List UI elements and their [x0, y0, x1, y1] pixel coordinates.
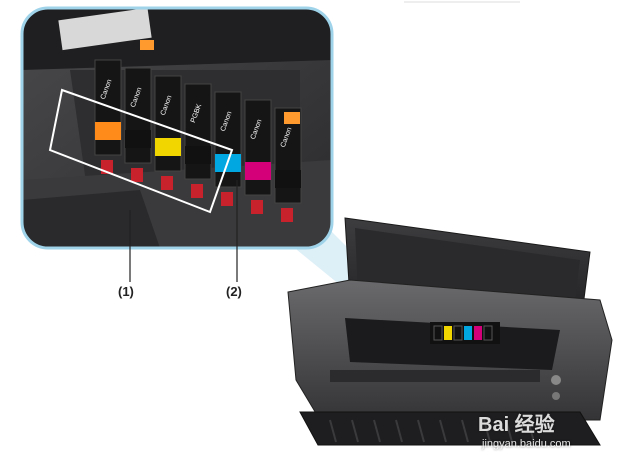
- ink-cartridge: Canon: [214, 91, 242, 188]
- lock-lever: [221, 192, 233, 206]
- power-button-icon: [551, 375, 561, 385]
- front-slot: [330, 370, 540, 382]
- ink-cartridge: Canon: [94, 59, 122, 156]
- resume-button-icon: [552, 392, 560, 400]
- orange-clip-right: [284, 112, 300, 124]
- zoom-frame: [20, 6, 334, 250]
- lock-lever: [191, 184, 203, 198]
- callout-label-1: (1): [118, 284, 134, 299]
- callout-label-2: (2): [226, 284, 242, 299]
- watermark-site: jingyan.baidu.com: [482, 438, 571, 450]
- ink-cartridge: Canon: [124, 67, 152, 164]
- lock-lever: [281, 208, 293, 222]
- ink-cartridge: PGBK: [184, 83, 212, 180]
- orange-clip-left: [140, 40, 154, 50]
- lock-lever: [131, 168, 143, 182]
- lock-lever: [161, 176, 173, 190]
- cartridge-lock-levers: [101, 160, 293, 222]
- highlight-box-1: [48, 88, 234, 214]
- ink-cartridge: Canon: [244, 99, 272, 196]
- watermark-brand: Bai 经验: [478, 414, 555, 436]
- lock-lever: [251, 200, 263, 214]
- printer: [287, 217, 613, 446]
- watermark: Bai 经验 jingyan.baidu.com: [478, 408, 624, 460]
